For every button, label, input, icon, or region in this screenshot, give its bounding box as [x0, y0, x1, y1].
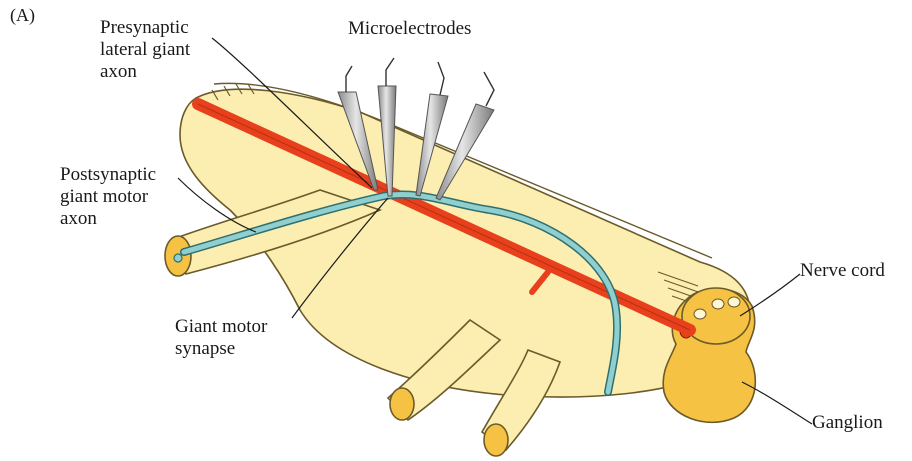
presynaptic-axon-label: Presynaptic lateral giant axon	[100, 17, 190, 83]
cord-end-axon-3	[728, 297, 740, 307]
cord-end-axon-1	[694, 309, 706, 319]
label-line: Giant motor	[175, 316, 267, 338]
lower-nerve-left-end	[390, 388, 414, 420]
label-line: axon	[60, 208, 156, 230]
lower-nerve-right-end	[484, 424, 508, 456]
microelectrodes-label: Microelectrodes	[348, 18, 471, 40]
label-line: lateral giant	[100, 39, 190, 61]
label-line: Postsynaptic	[60, 164, 156, 186]
giant-motor-synapse-label: Giant motor synapse	[175, 316, 267, 360]
postsynaptic-axon-label: Postsynaptic giant motor axon	[60, 164, 156, 230]
label-line: synapse	[175, 338, 267, 360]
nerve-cord-label: Nerve cord	[800, 260, 885, 282]
label-line: axon	[100, 61, 190, 83]
panel-label: (A)	[10, 4, 35, 26]
label-line: giant motor	[60, 186, 156, 208]
label-line: Presynaptic	[100, 17, 190, 39]
nerve-cord-end-face	[682, 288, 750, 344]
postsynaptic-axon-cross-section	[174, 254, 182, 262]
ganglion-label: Ganglion	[812, 412, 883, 434]
leader-nerve-cord	[740, 274, 800, 316]
cord-end-axon-2	[712, 299, 724, 309]
